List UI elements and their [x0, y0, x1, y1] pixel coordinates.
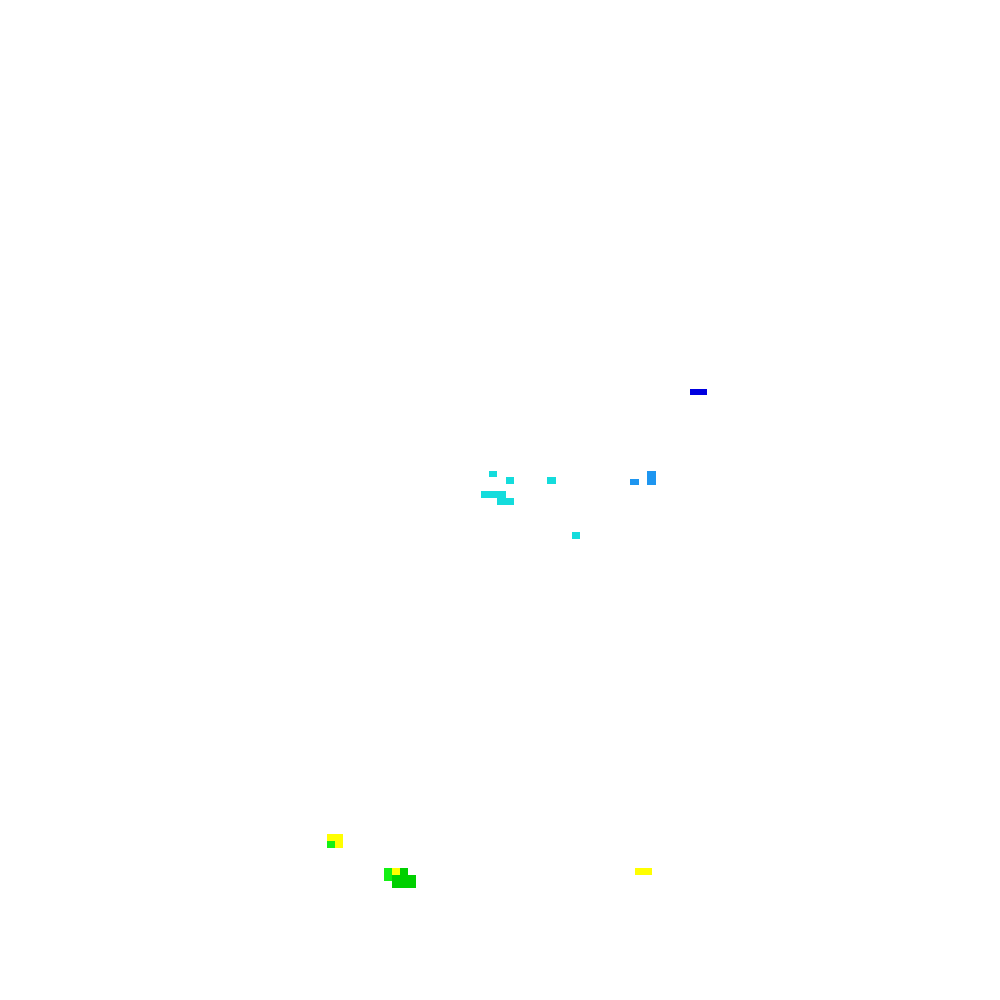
- cyan-pixel-1: [489, 471, 497, 477]
- yellow-pixel-mid: [392, 868, 400, 881]
- green-bar-bottom: [392, 875, 416, 888]
- green-pixel-mid-left: [384, 868, 392, 881]
- green-pixel-mid-right: [400, 868, 408, 875]
- cyan-pixel-4: [572, 532, 580, 539]
- cyan-bar-top: [481, 491, 506, 498]
- yellow-pixel-right: [635, 868, 652, 875]
- sky-pixel-tall: [647, 471, 656, 485]
- cyan-pixel-3: [547, 477, 556, 484]
- blue-pixel: [690, 389, 707, 395]
- cyan-bar-bottom: [497, 498, 514, 505]
- sky-pixel-small: [630, 479, 639, 485]
- green-pixel-left: [327, 841, 335, 848]
- cyan-pixel-2: [506, 477, 514, 484]
